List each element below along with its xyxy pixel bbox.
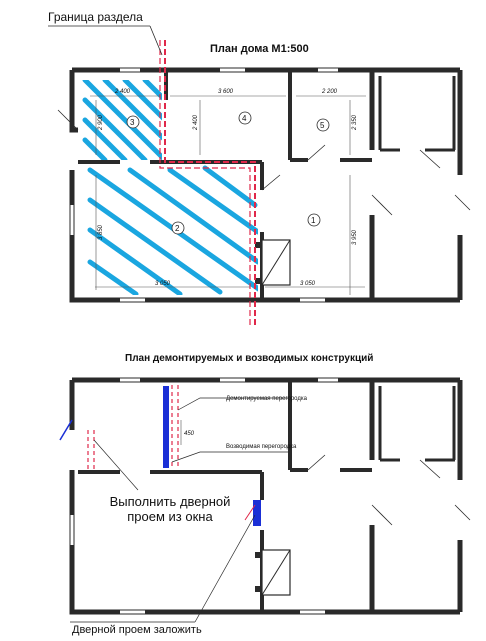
demolished-label-text: Демонтируемая перегородка: [226, 396, 308, 402]
labels: Граница раздела План дома М1:500 План де…: [48, 10, 373, 450]
door-arc-icon: [307, 454, 471, 526]
door-from-window-label: Выполнить дверной проем из окна: [104, 494, 236, 524]
leader-lines: [70, 397, 290, 623]
door-opening-mark: [59, 419, 73, 441]
dim-bottom-1: 3 050: [155, 281, 171, 287]
plan2-title: План демонтируемых и возводимых конструк…: [125, 353, 373, 364]
windows: [68, 66, 338, 304]
dim-top-3: 2 200: [321, 89, 338, 95]
annex-walls-2: [378, 386, 456, 462]
room-3-hatch: [82, 80, 162, 160]
boundary-line: [159, 40, 256, 325]
new-partition: [163, 386, 169, 468]
dimension-lines: [90, 95, 366, 295]
dim-v-2: 2 400: [193, 114, 199, 131]
dim-v-4: 3 950: [352, 229, 358, 245]
closed-doorway: [253, 500, 261, 526]
dim-v-1: 2 900: [98, 114, 104, 131]
demolished-label: Демонтируемая перегородка: [226, 396, 308, 402]
new-partition-label: Возводимая перегородка: [226, 444, 297, 450]
dim-v-5: 3 850: [98, 224, 104, 240]
door-arc-icon: [57, 109, 471, 216]
boundary-leader: [149, 25, 163, 56]
stair-icon: [255, 549, 291, 596]
boundary-label: Граница раздела: [48, 10, 143, 24]
stair-icon: [255, 239, 291, 286]
windows-2: [68, 376, 338, 616]
bottom-floor-plan: [59, 376, 471, 623]
window-frames-2: [69, 377, 338, 615]
top-floor-plan: [48, 25, 471, 325]
new-partition-label-text: Возводимая перегородка: [226, 444, 297, 450]
room-4-number: 4: [242, 114, 247, 123]
room-2-number: 2: [175, 224, 180, 233]
dim-top-1: 2 400: [114, 89, 131, 95]
dim-bottom-2: 3 050: [300, 281, 316, 287]
annex-walls: [378, 76, 456, 152]
dim-450: 450: [184, 431, 195, 437]
dim-v-3: 2 350: [352, 114, 358, 131]
dim-top-2: 3 600: [218, 89, 234, 95]
interior-walls-2: [78, 380, 372, 612]
room-markers: [126, 111, 330, 235]
close-doorway-label: Дверной проем заложить: [72, 624, 202, 636]
room-3-number: 3: [130, 118, 135, 127]
room-1-number: 1: [311, 216, 316, 225]
room-5-number: 5: [320, 121, 325, 130]
window-frames: [69, 67, 338, 303]
room-2-hatch: [87, 165, 258, 295]
plan1-title: План дома М1:500: [210, 43, 309, 55]
